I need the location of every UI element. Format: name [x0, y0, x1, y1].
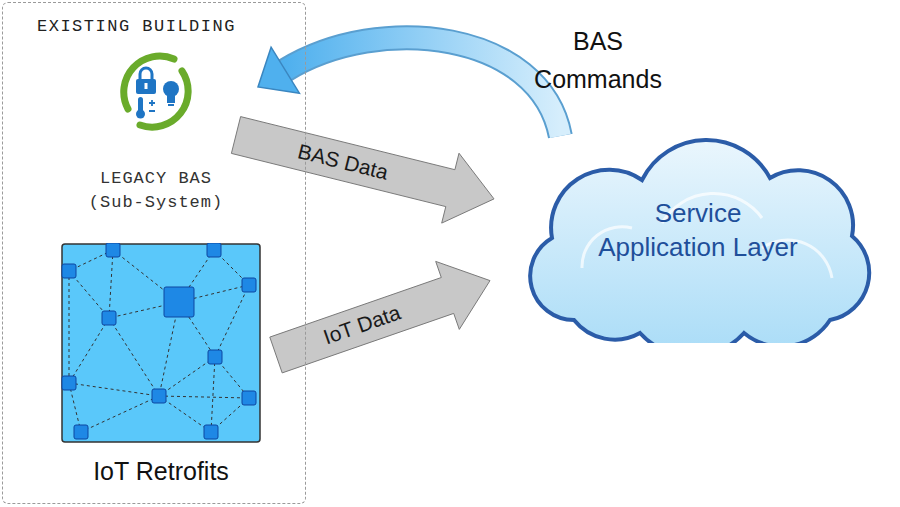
- service-cloud: Service Application Layer: [512, 128, 884, 343]
- block-arrow: [231, 117, 494, 224]
- curved-arrow: [258, 38, 560, 136]
- building-region: EXISTING BUILDING LEGACY BAS (Sub-System)…: [2, 2, 306, 504]
- iot-retrofit-node: IoT Retrofits: [59, 243, 263, 486]
- region-heading: EXISTING BUILDING: [37, 17, 236, 36]
- node-label: IoT Retrofits: [59, 457, 263, 486]
- bas-logo-icon: [116, 51, 196, 131]
- block-arrow: [270, 261, 490, 373]
- node-label: Service Application Layer: [593, 196, 803, 264]
- iot-mesh-network: [61, 243, 261, 443]
- edge-label: BAS Commands: [518, 22, 678, 98]
- legacy-bas-node: LEGACY BAS (Sub-System): [81, 51, 231, 215]
- node-label: LEGACY BAS (Sub-System): [81, 167, 231, 215]
